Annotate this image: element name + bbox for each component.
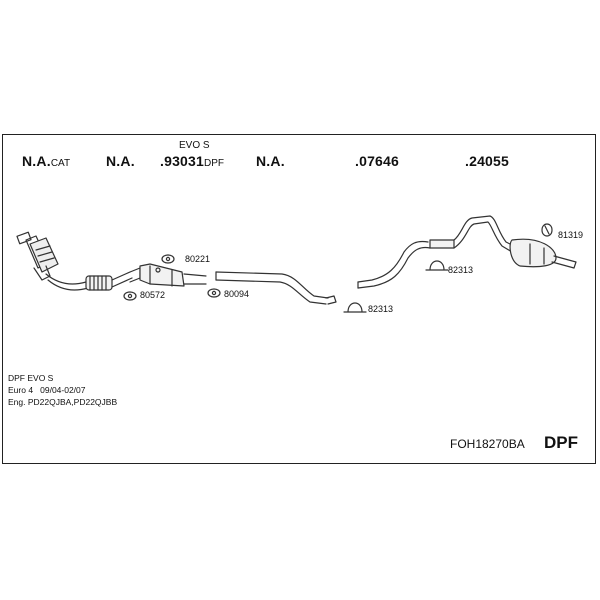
callout-82313-b: 82313 [448, 265, 474, 275]
gasket-80221 [161, 254, 175, 264]
part-label-na: N.A. [106, 153, 135, 169]
callout-81319: 81319 [558, 230, 584, 240]
part-label-na-2: N.A. [256, 153, 285, 169]
dpf-badge: DPF [544, 433, 578, 452]
part-label-evo-tag: EVO S [179, 140, 210, 151]
hanger-81319 [541, 223, 553, 237]
clamp-82313-b [425, 260, 449, 271]
info-block: DPF EVO S Euro 4 09/04-02/07 Eng. PD22QJ… [8, 372, 117, 408]
info-line-2: Euro 4 09/04-02/07 [8, 385, 86, 395]
part-label-cat: N.A.CAT [22, 153, 71, 169]
product-code: FOH18270BA [450, 437, 525, 451]
front-pipe [215, 271, 337, 305]
callout-80572: 80572 [140, 290, 166, 300]
catalytic-converter [16, 231, 59, 281]
flex-pipe [45, 271, 133, 291]
center-pipe [357, 239, 455, 289]
part-label-rear-silencer: .24055 [465, 153, 510, 169]
callout-80094: 80094 [224, 289, 250, 299]
callout-80221: 80221 [185, 254, 211, 264]
part-label-center-pipe: .07646 [355, 153, 400, 169]
rear-pipe-silencer [453, 215, 577, 269]
gasket-80572 [123, 291, 137, 301]
info-line-1: DPF EVO S [8, 373, 54, 383]
callout-82313-a: 82313 [368, 304, 394, 314]
gasket-80094 [207, 288, 221, 298]
clamp-82313-a [343, 302, 367, 313]
part-label-dpf: .93031DPF [160, 153, 225, 169]
diagram-frame [2, 134, 596, 464]
dpf-unit [129, 263, 207, 287]
info-line-3: Eng. PD22QJBA,PD22QJBB [8, 397, 118, 407]
